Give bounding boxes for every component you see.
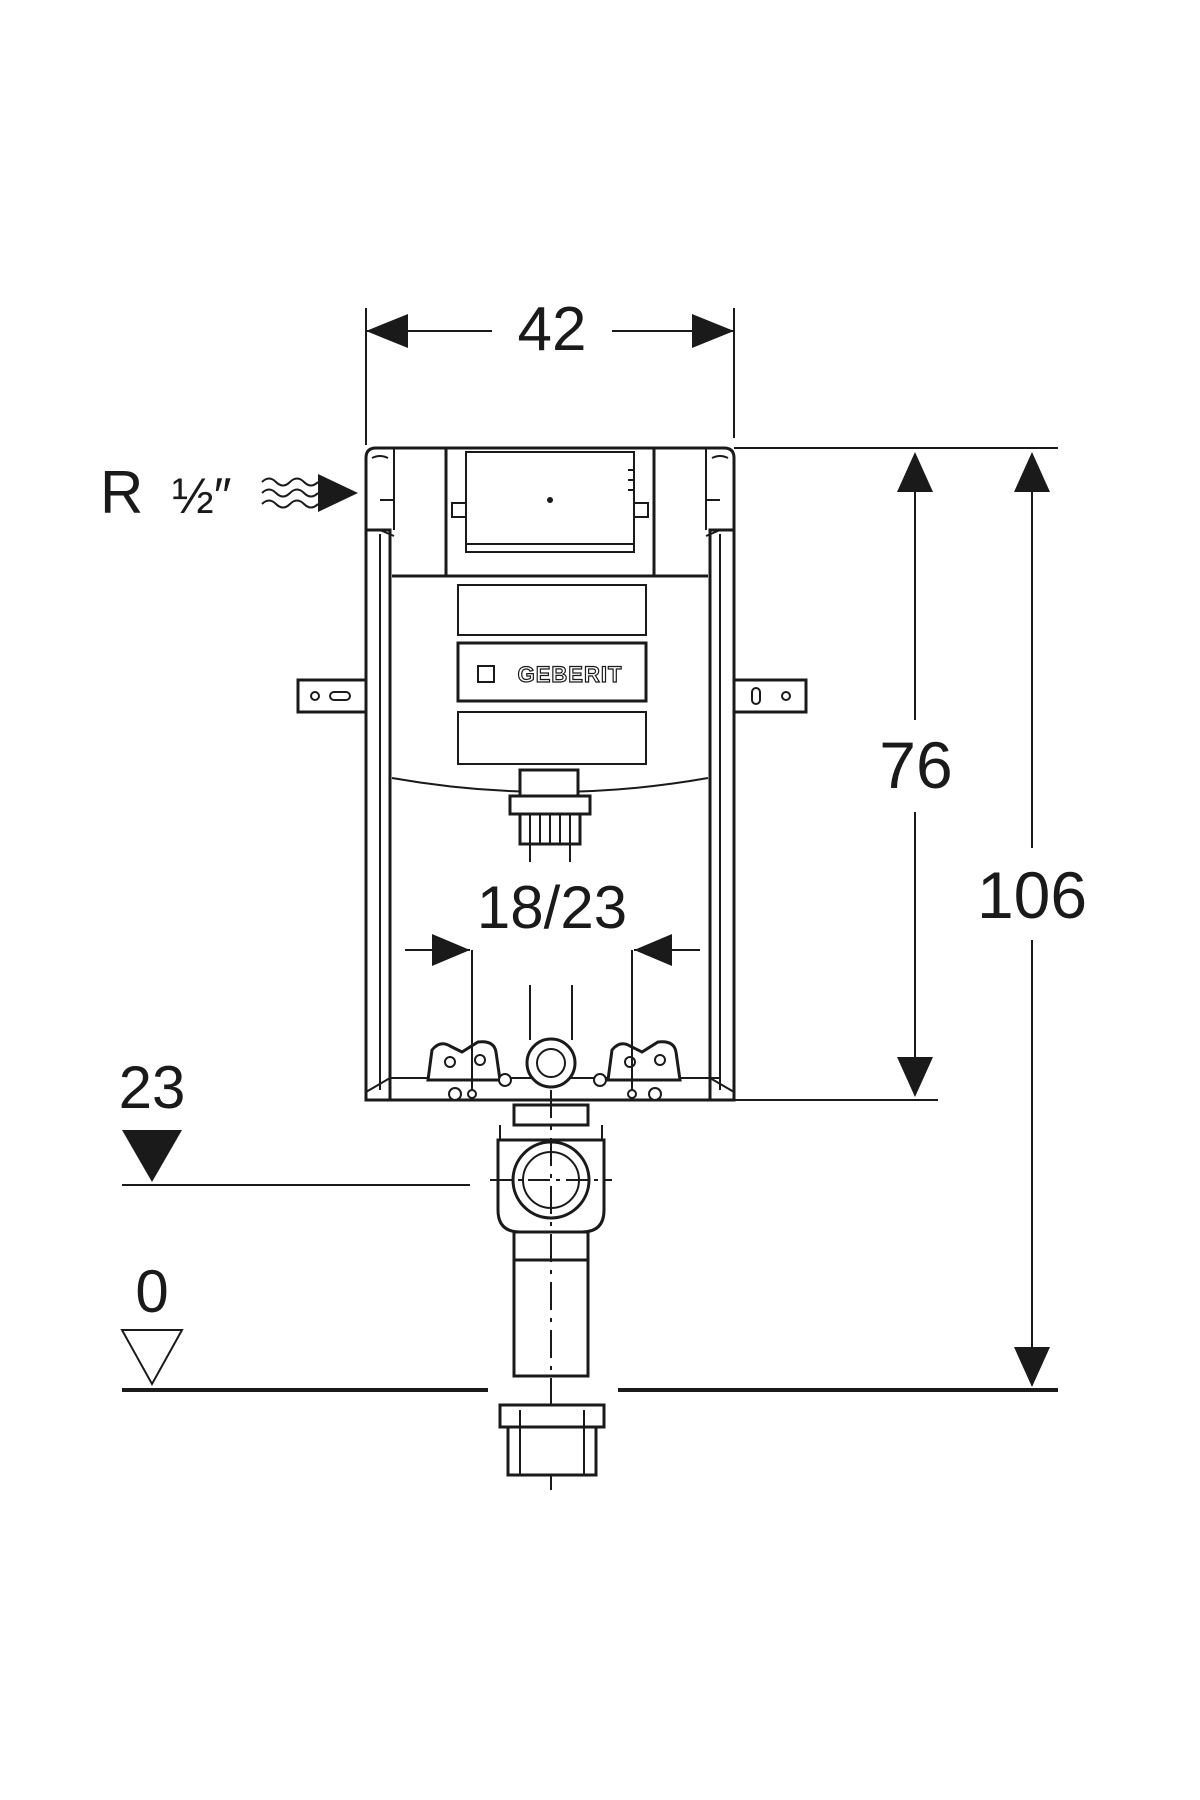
outlet-spacing-label: 18/23 [477,874,627,941]
outlet-spacing-dimension: 18/23 [405,874,700,1099]
width-arrowhead-right [692,314,734,348]
outlet-level-marker: 23 [119,1054,470,1186]
fixing-plate-right [606,1040,682,1082]
total-height-arrow-bottom [1014,1347,1050,1387]
outlet-level-triangle-icon [122,1130,182,1182]
drain-elbow [490,1090,612,1490]
wall-bracket-right [732,678,808,714]
width-arrowhead-left [366,314,408,348]
floor-level-triangle-icon [120,1329,184,1387]
drain-spigot [498,1403,606,1477]
brand-logo-icon [477,665,495,683]
outlet-spacing-arrow-right [634,934,672,966]
floor-level-label: 0 [135,1258,168,1325]
logo-panel [456,641,648,703]
outlet-spacing-arrow-left [432,934,470,966]
frame-height-label: 76 [879,728,952,802]
width-label: 42 [518,295,587,364]
frame-height-arrow-top [897,452,933,492]
center-mark [547,497,553,503]
water-connection-label: R ½″ [100,459,358,526]
service-opening [444,446,656,578]
width-dimension: 42 [365,295,735,445]
outlet-level-label: 23 [119,1054,186,1121]
frame-base [365,1037,735,1102]
panel-top [457,584,647,636]
frame-post-right [708,528,736,1102]
frame-post-left [364,528,392,1102]
total-height-label: 106 [977,858,1087,932]
panel-bottom [457,711,647,765]
fixing-plate-left [426,1040,502,1082]
total-height-arrow-top [1014,452,1050,492]
floor-line-group [122,1388,1058,1477]
cistern-frame: GEBERIT [296,446,808,1102]
wall-bracket-left [296,678,368,714]
water-inlet-arrow-icon [318,474,358,512]
frame-height-dimension: 76 [734,447,953,1101]
total-height-dimension: 106 [938,447,1087,1387]
water-wave-icon [261,477,319,509]
brand-logo-text: GEBERIT [518,662,623,687]
floor-level-marker: 0 [120,1258,184,1387]
connection-thread-label: R [100,459,143,526]
frame-height-arrow-bottom [897,1057,933,1097]
drain-socket-top [525,1037,577,1089]
connection-size-label: ½″ [172,468,231,524]
flush-outlet [508,768,592,862]
